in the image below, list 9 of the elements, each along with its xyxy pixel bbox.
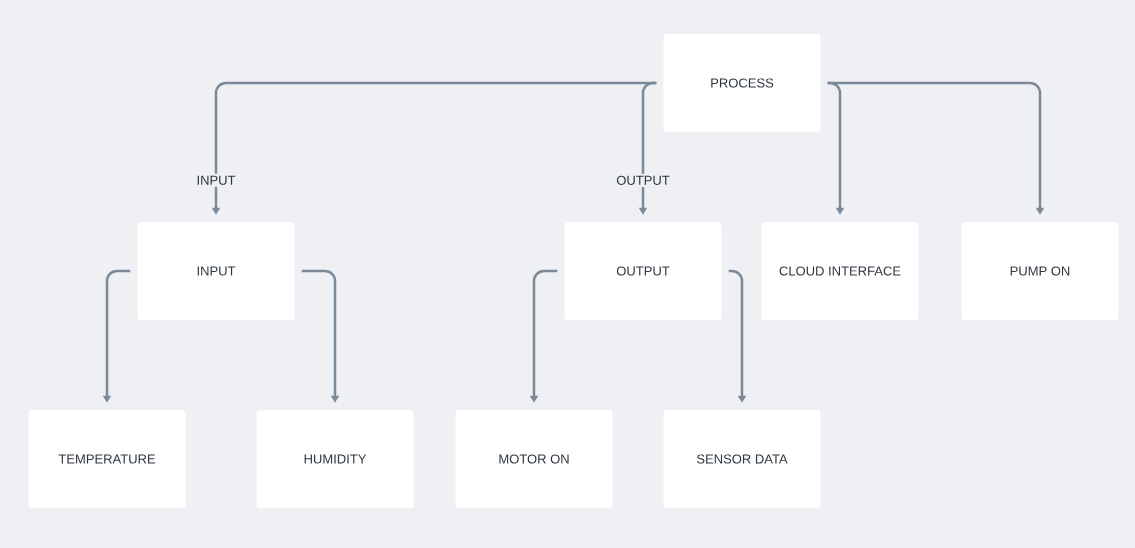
- process-box: SENSOR DATA: [663, 410, 821, 508]
- process-box: TEMPERATURE: [28, 410, 186, 508]
- process-box: INPUT: [137, 222, 295, 320]
- process-box: MOTOR ON: [455, 410, 613, 508]
- process-box: HUMIDITY: [256, 410, 414, 508]
- process-box: PUMP ON: [961, 222, 1119, 320]
- process-box: PROCESS: [663, 34, 821, 132]
- process-box: CLOUD INTERFACE: [761, 222, 919, 320]
- process-box: OUTPUT: [564, 222, 722, 320]
